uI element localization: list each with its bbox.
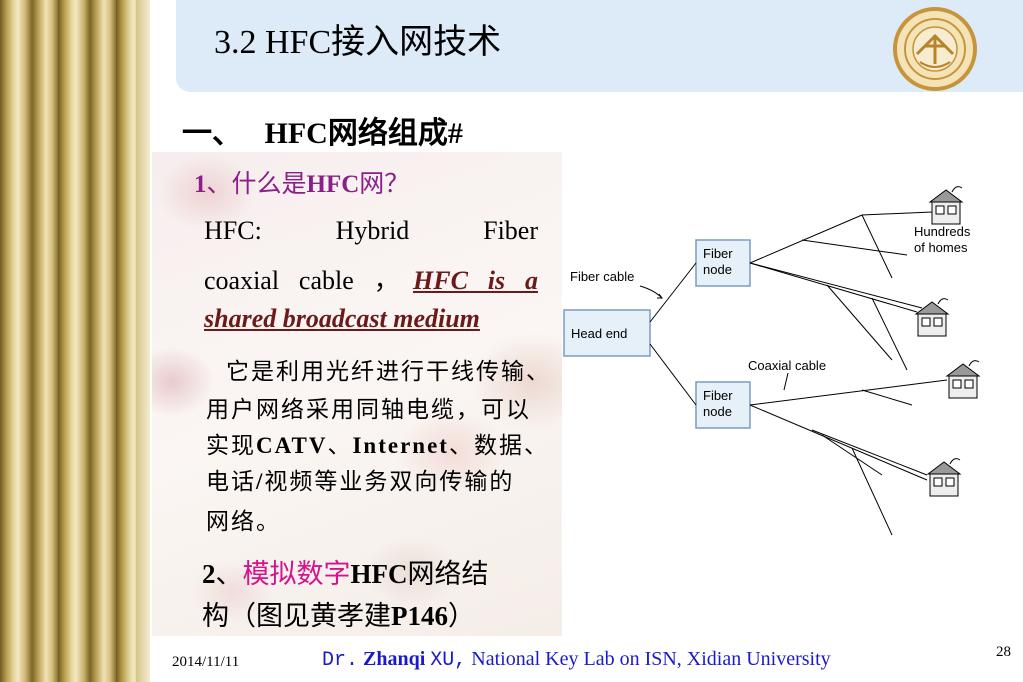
fiber-cable-arrow-head bbox=[657, 293, 663, 299]
footer-author: Dr. Zhanqi XU, National Key Lab on ISN, … bbox=[322, 648, 831, 672]
page-number: 28 bbox=[996, 644, 1011, 660]
house-icon bbox=[926, 458, 962, 497]
footer-date: 2014/11/11 bbox=[172, 654, 240, 670]
cn-line-4-a: 电话 bbox=[206, 469, 256, 494]
slide-title: 3.2 HFC接入网技术 bbox=[214, 24, 502, 61]
cn-line-3: 实现CATV、Internet、数据、 bbox=[206, 426, 556, 460]
cn-line-1: 它是利用光纤进行干线传输、 bbox=[226, 359, 551, 384]
cn-line-3-c: 、 bbox=[327, 433, 353, 458]
section-heading: 一、 HFC网络组成# bbox=[182, 108, 463, 152]
fiber-node-2-line2: node bbox=[703, 404, 732, 419]
decorative-gold-stripes bbox=[0, 0, 150, 682]
coaxial-tree-top bbox=[749, 211, 933, 371]
cn-line-3-b: CATV bbox=[256, 433, 328, 458]
head-end-label: Head end bbox=[571, 326, 627, 341]
fiber-node-1-line1: Fiber bbox=[703, 246, 733, 261]
hundreds-label-1: Hundreds bbox=[914, 224, 971, 239]
cn-line-5: 网络。 bbox=[206, 509, 281, 534]
footer-name1: Zhanqi bbox=[363, 648, 426, 670]
fiber-node-box-2 bbox=[695, 381, 751, 429]
sec2-sep: 、 bbox=[215, 559, 243, 589]
section2-line1: 2、模拟数字HFC网络结 bbox=[202, 552, 538, 591]
cn-line-3-d: Internet bbox=[352, 433, 449, 458]
hfc-emphasis-1: HFC is a bbox=[413, 266, 538, 295]
hundreds-label-2: of homes bbox=[914, 240, 968, 255]
coaxial-cable-label: Coaxial cable bbox=[748, 358, 826, 373]
cn-line-4: 电话/视频等业务双向传输的 bbox=[206, 462, 556, 496]
sub1-text: 、什么是 bbox=[206, 171, 307, 198]
fiber-cable-arrow bbox=[639, 285, 663, 299]
sec2-rest1: 网络结 bbox=[407, 559, 489, 589]
sub1-number: 1 bbox=[194, 171, 207, 198]
footer-dr: Dr. bbox=[322, 649, 359, 672]
cn-line-2: 用户网络采用同轴电缆，可以 bbox=[206, 397, 531, 422]
subheading-what-is-hfc: 1、什么是HFC网？ bbox=[194, 164, 409, 200]
cn-line-3-a: 实现 bbox=[206, 433, 256, 458]
section-heading-text: 一、 HFC网络组成# bbox=[182, 117, 463, 150]
sec2-line2-b: P146 bbox=[391, 601, 448, 631]
sec2-number: 2 bbox=[202, 559, 216, 589]
fiber-node-1-line2: node bbox=[703, 262, 732, 277]
sec2-bold: HFC bbox=[350, 559, 408, 589]
house-icon bbox=[914, 298, 950, 337]
cn-line-4-b: / bbox=[256, 469, 265, 494]
sec2-line2-a: 构（图见黄孝建 bbox=[202, 601, 391, 631]
hfc-definition-line2: coaxial cable ，HFC is a bbox=[204, 260, 538, 297]
title-bar bbox=[176, 0, 1023, 92]
university-logo-icon bbox=[893, 7, 977, 91]
hfc-definition-line3: shared broadcast medium bbox=[204, 304, 538, 334]
hfc-network-diagram: Head end Fiber cable Fiber node Fiber no… bbox=[563, 186, 981, 536]
fiber-node-2-line1: Fiber bbox=[703, 388, 733, 403]
footer-name2: XU, bbox=[430, 649, 467, 672]
sub1-bold: HFC bbox=[306, 171, 360, 198]
sec2-line2-c: ） bbox=[448, 601, 475, 631]
hfc-definition-text: coaxial cable ， bbox=[204, 266, 414, 295]
sub1-suffix: 网？ bbox=[359, 171, 410, 198]
blossom-background-image bbox=[152, 152, 562, 636]
hfc-definition-line1: HFC: Hybrid Fiber bbox=[204, 216, 538, 245]
coaxial-tree-bottom bbox=[749, 379, 948, 536]
sec2-highlight: 模拟数字 bbox=[242, 559, 351, 589]
section2-line2: 构（图见黄孝建P146） bbox=[202, 594, 538, 633]
house-icon bbox=[928, 186, 964, 225]
fiber-cable-label: Fiber cable bbox=[570, 269, 634, 284]
house-icon bbox=[945, 360, 981, 399]
footer-affiliation: National Key Lab on ISN, Xidian Universi… bbox=[471, 648, 831, 670]
cn-line-4-c: 视频等业务双向传输的 bbox=[264, 469, 515, 494]
fiber-node-box-1 bbox=[695, 239, 751, 287]
hfc-emphasis-2: shared broadcast medium bbox=[204, 304, 480, 333]
cn-line-3-e: 、数据、 bbox=[448, 433, 549, 458]
head-end-box bbox=[563, 309, 651, 357]
